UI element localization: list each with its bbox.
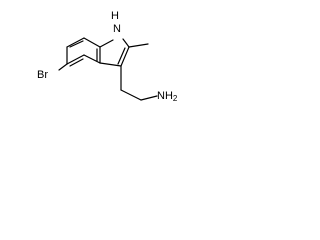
bond-c2-c3-double bbox=[117, 47, 126, 65]
bond-cb-n bbox=[140, 95, 158, 101]
bond-c2-methyl bbox=[128, 43, 149, 48]
bond-inner-c6-c7 bbox=[69, 40, 84, 48]
bond-c3-c3a bbox=[99, 62, 122, 67]
bond-c6-c7 bbox=[66, 37, 85, 48]
label-nh2-subscript: 2 bbox=[173, 94, 178, 103]
label-nh2: NH2 bbox=[157, 90, 178, 103]
label-h: H bbox=[111, 10, 119, 22]
bond-c4-c5 bbox=[66, 54, 85, 65]
bond-ca-cb bbox=[120, 89, 142, 101]
label-nh2-main: NH bbox=[157, 90, 173, 102]
bond-c5-br bbox=[58, 63, 68, 71]
bond-n1-c2 bbox=[122, 38, 130, 48]
bond-c3a-c4 bbox=[83, 54, 101, 64]
bond-c7a-n1 bbox=[99, 39, 114, 48]
label-br: Br bbox=[37, 69, 48, 81]
bond-c7-c7a bbox=[83, 37, 101, 48]
bond-c2-c3 bbox=[120, 46, 130, 67]
label-n: N bbox=[113, 23, 121, 35]
bond-inner-c4-c5 bbox=[69, 58, 84, 67]
chemical-structure-diagram: H N Br NH2 bbox=[37, 10, 178, 103]
